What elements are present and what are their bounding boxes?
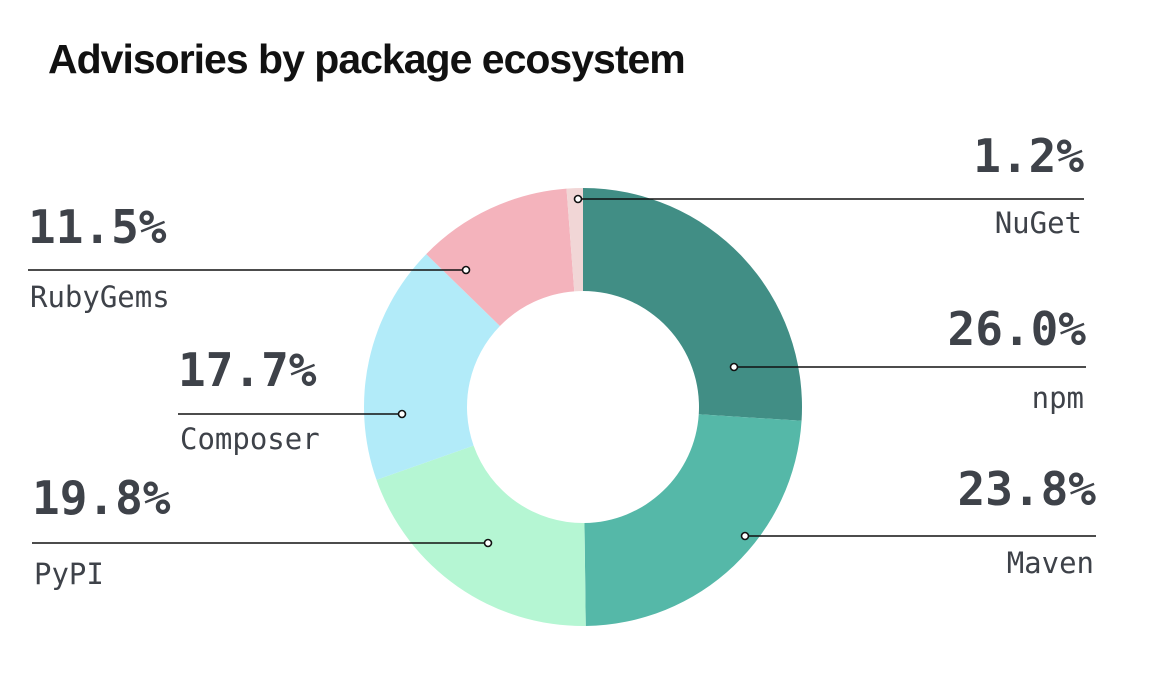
- category-label-maven: Maven: [1007, 546, 1094, 580]
- value-label-rubygems: 11.5%: [28, 200, 167, 254]
- slice-composer: [364, 254, 500, 480]
- label-group-rubygems: 11.5% RubyGems: [28, 200, 471, 314]
- leader-dot-composer: [397, 409, 407, 419]
- value-label-pypi: 19.8%: [32, 471, 171, 525]
- category-label-composer: Composer: [180, 422, 320, 456]
- label-group-composer: 17.7% Composer: [178, 343, 407, 456]
- slice-maven: [584, 414, 802, 626]
- category-label-rubygems: RubyGems: [30, 280, 170, 314]
- slice-nuget: [566, 188, 583, 292]
- value-label-composer: 17.7%: [178, 343, 317, 397]
- slice-rubygems: [426, 188, 575, 327]
- category-label-npm: npm: [1032, 381, 1084, 415]
- value-label-maven: 23.8%: [958, 462, 1097, 516]
- leader-dot-rubygems: [461, 265, 471, 275]
- value-label-npm: 26.0%: [948, 302, 1087, 356]
- slice-pypi: [376, 445, 586, 627]
- label-group-nuget: 1.2% NuGet: [573, 129, 1084, 240]
- slice-npm: [583, 188, 802, 421]
- leader-dot-nuget: [573, 194, 583, 204]
- chart-title: Advisories by package ecosystem: [48, 36, 686, 82]
- leader-dot-pypi: [483, 538, 493, 548]
- label-group-npm: 26.0% npm: [729, 302, 1087, 415]
- leader-dot-maven: [740, 531, 750, 541]
- label-group-pypi: 19.8% PyPI: [32, 471, 493, 591]
- leader-dot-npm: [729, 362, 739, 372]
- category-label-pypi: PyPI: [34, 557, 104, 591]
- value-label-nuget: 1.2%: [973, 129, 1084, 183]
- category-label-nuget: NuGet: [995, 206, 1082, 240]
- donut-slices: [364, 188, 802, 627]
- label-group-maven: 23.8% Maven: [740, 462, 1097, 580]
